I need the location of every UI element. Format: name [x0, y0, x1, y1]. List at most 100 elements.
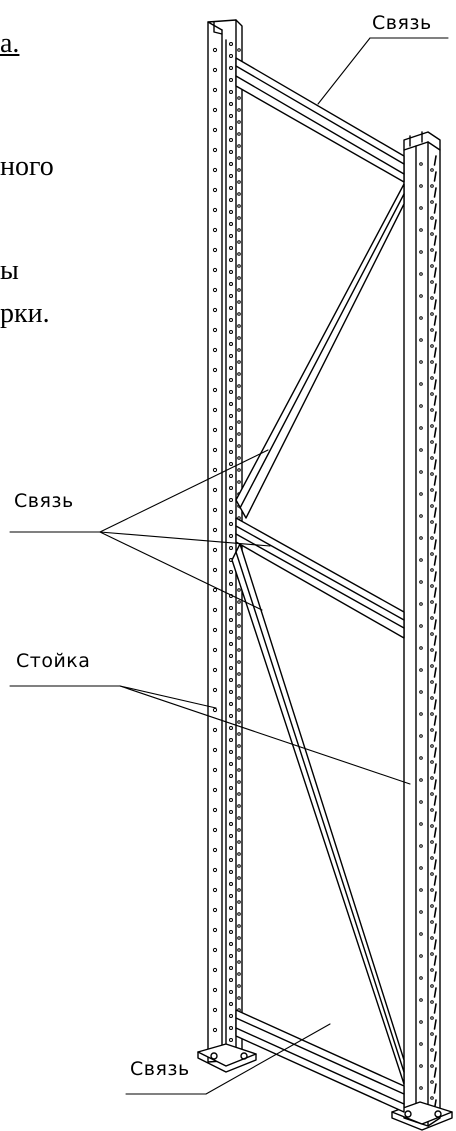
perforation-hole — [430, 1000, 434, 1004]
perforation-hole — [430, 328, 434, 332]
perforation-hole — [229, 990, 233, 994]
perforation-hole — [419, 294, 423, 298]
perforation-hole — [419, 514, 423, 518]
perforation-hole — [212, 967, 218, 973]
perforation-slot — [433, 875, 437, 886]
perforation-hole — [237, 348, 241, 352]
perforation-hole — [229, 858, 233, 862]
perforation-hole — [419, 888, 423, 892]
perforation-hole — [430, 664, 434, 668]
right-upright-slots — [433, 155, 437, 1110]
perforation-hole — [419, 1020, 423, 1024]
perforation-hole — [212, 847, 218, 853]
perforation-hole — [237, 828, 241, 832]
perforation-hole — [229, 630, 233, 634]
perforation-hole — [419, 448, 423, 452]
perforation-hole — [237, 912, 241, 916]
perforation-hole — [229, 186, 233, 190]
cropped-text-line-2: ного — [0, 151, 54, 182]
perforation-hole — [237, 660, 241, 664]
perforation-hole — [229, 414, 233, 418]
perforation-hole — [237, 120, 241, 124]
left-upright-holes-inner — [229, 42, 233, 1042]
perforation-hole — [229, 690, 233, 694]
perforation-slot — [433, 235, 437, 246]
perforation-hole — [430, 984, 434, 988]
perforation-hole — [229, 1038, 233, 1042]
perforation-hole — [419, 778, 423, 782]
perforation-slot — [433, 187, 437, 198]
perforation-hole — [237, 780, 241, 784]
perforation-slot — [433, 219, 437, 230]
perforation-hole — [237, 708, 241, 712]
perforation-hole — [229, 678, 233, 682]
perforation-hole — [430, 616, 434, 620]
perforation-hole — [229, 846, 233, 850]
perforation-slot — [433, 363, 437, 374]
perforation-slot — [433, 811, 437, 822]
perforation-slot — [433, 651, 437, 662]
perforation-hole — [419, 668, 423, 672]
perforation-hole — [212, 387, 218, 393]
perforation-hole — [229, 918, 233, 922]
perforation-hole — [419, 1042, 423, 1046]
perforation-hole — [419, 558, 423, 562]
perforation-hole — [237, 252, 241, 256]
perforation-hole — [430, 888, 434, 892]
perforation-hole — [430, 952, 434, 956]
perforation-hole — [419, 712, 423, 716]
perforation-hole — [430, 296, 434, 300]
perforation-hole — [229, 498, 233, 502]
perforation-hole — [419, 910, 423, 914]
perforation-hole — [430, 200, 434, 204]
perforation-hole — [229, 570, 233, 574]
perforation-hole — [229, 1026, 233, 1030]
perforation-hole — [430, 680, 434, 684]
perforation-hole — [212, 887, 218, 893]
perforation-hole — [237, 48, 241, 52]
perforation-hole — [229, 342, 233, 346]
perforation-hole — [419, 426, 423, 430]
perforation-hole — [212, 407, 218, 413]
perforation-hole — [229, 1014, 233, 1018]
perforation-hole — [237, 156, 241, 160]
perforation-slot — [433, 427, 437, 438]
perforation-hole — [229, 402, 233, 406]
perforation-hole — [237, 168, 241, 172]
perforation-hole — [229, 198, 233, 202]
perforation-hole — [229, 306, 233, 310]
perforation-hole — [419, 250, 423, 254]
lower-diagonal-brace — [231, 543, 405, 1085]
bottom-horizontal-brace — [235, 1009, 405, 1113]
perforation-hole — [229, 546, 233, 550]
perforation-hole — [229, 282, 233, 286]
perforation-hole — [237, 636, 241, 640]
perforation-hole — [229, 270, 233, 274]
perforation-hole — [237, 960, 241, 964]
perforation-hole — [419, 228, 423, 232]
perforation-slot — [433, 779, 437, 790]
perforation-hole — [212, 107, 218, 113]
perforation-hole — [212, 67, 218, 73]
perforation-hole — [430, 264, 434, 268]
perforation-hole — [430, 216, 434, 220]
perforation-hole — [237, 888, 241, 892]
perforation-hole — [237, 588, 241, 592]
perforation-hole — [212, 767, 218, 773]
perforation-hole — [430, 808, 434, 812]
perforation-hole — [430, 360, 434, 364]
perforation-hole — [229, 354, 233, 358]
perforation-hole — [229, 486, 233, 490]
perforation-hole — [430, 584, 434, 588]
perforation-hole — [229, 870, 233, 874]
perforation-hole — [237, 720, 241, 724]
perforation-hole — [229, 906, 233, 910]
perforation-hole — [212, 907, 218, 913]
perforation-hole — [212, 587, 218, 593]
perforation-hole — [237, 624, 241, 628]
perforation-hole — [229, 450, 233, 454]
perforation-slot — [433, 827, 437, 838]
perforation-hole — [237, 468, 241, 472]
perforation-hole — [229, 786, 233, 790]
